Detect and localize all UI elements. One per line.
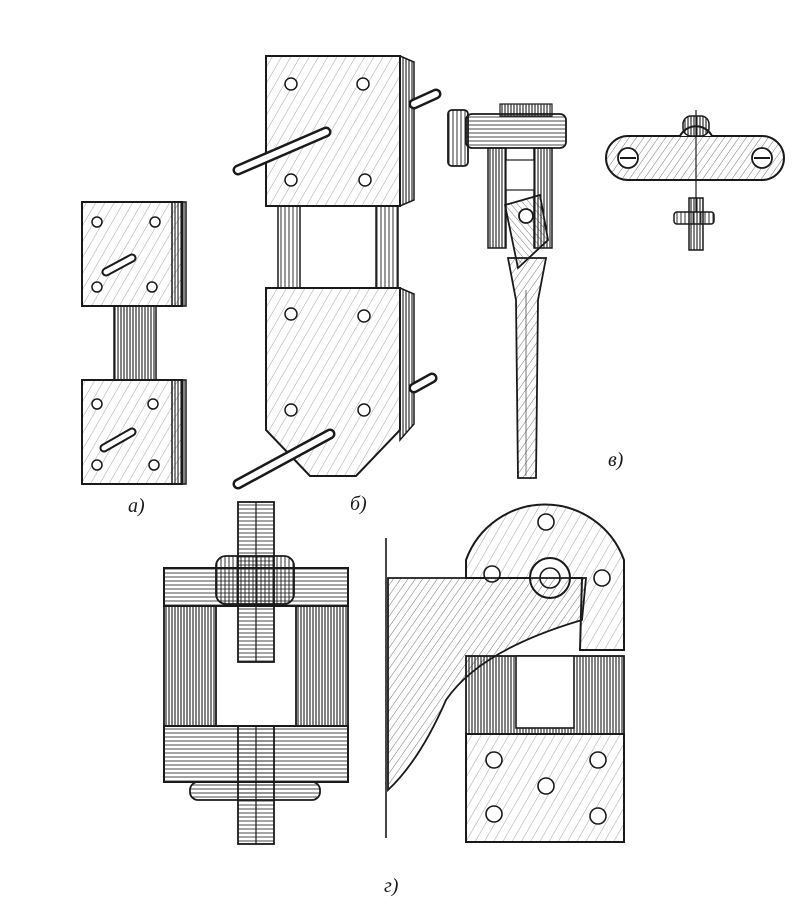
panel-v-clamp <box>447 103 567 479</box>
screw-icon <box>357 403 371 417</box>
panel-v-bar: в) <box>605 110 785 471</box>
screw-icon <box>537 777 555 795</box>
screw-icon <box>284 77 298 91</box>
screw-icon <box>146 281 158 293</box>
screw-icon <box>589 751 607 769</box>
pivot-pin-icon <box>518 208 534 224</box>
screw-icon <box>147 398 159 410</box>
screw-icon <box>91 216 103 228</box>
screw-icon <box>589 807 607 825</box>
screw-icon <box>91 459 103 471</box>
screw-icon <box>284 173 298 187</box>
panel-g-side-view <box>387 503 625 843</box>
screw-icon <box>284 307 298 321</box>
panel-g-window <box>515 655 575 729</box>
panel-v-label: в) <box>608 449 624 471</box>
screw-icon <box>91 281 103 293</box>
panel-b-grip: б) <box>232 54 442 515</box>
panel-g-front-view <box>163 501 349 845</box>
screw-icon <box>593 569 611 587</box>
screw-icon <box>485 805 503 823</box>
screw-icon <box>356 77 370 91</box>
screw-icon <box>149 216 161 228</box>
screw-icon <box>357 309 371 323</box>
panel-a-label: а) <box>128 495 145 517</box>
panel-a-specimen <box>113 305 157 381</box>
screw-icon <box>148 459 160 471</box>
screw-icon <box>358 173 372 187</box>
screw-icon <box>91 398 103 410</box>
screw-icon <box>537 513 555 531</box>
panel-g-arm <box>387 577 587 793</box>
panel-g-label: г) <box>384 875 399 897</box>
screw-icon <box>284 403 298 417</box>
panel-a-grip: а) <box>81 201 187 517</box>
panel-b-label: б) <box>350 493 367 515</box>
screw-icon <box>485 751 503 769</box>
